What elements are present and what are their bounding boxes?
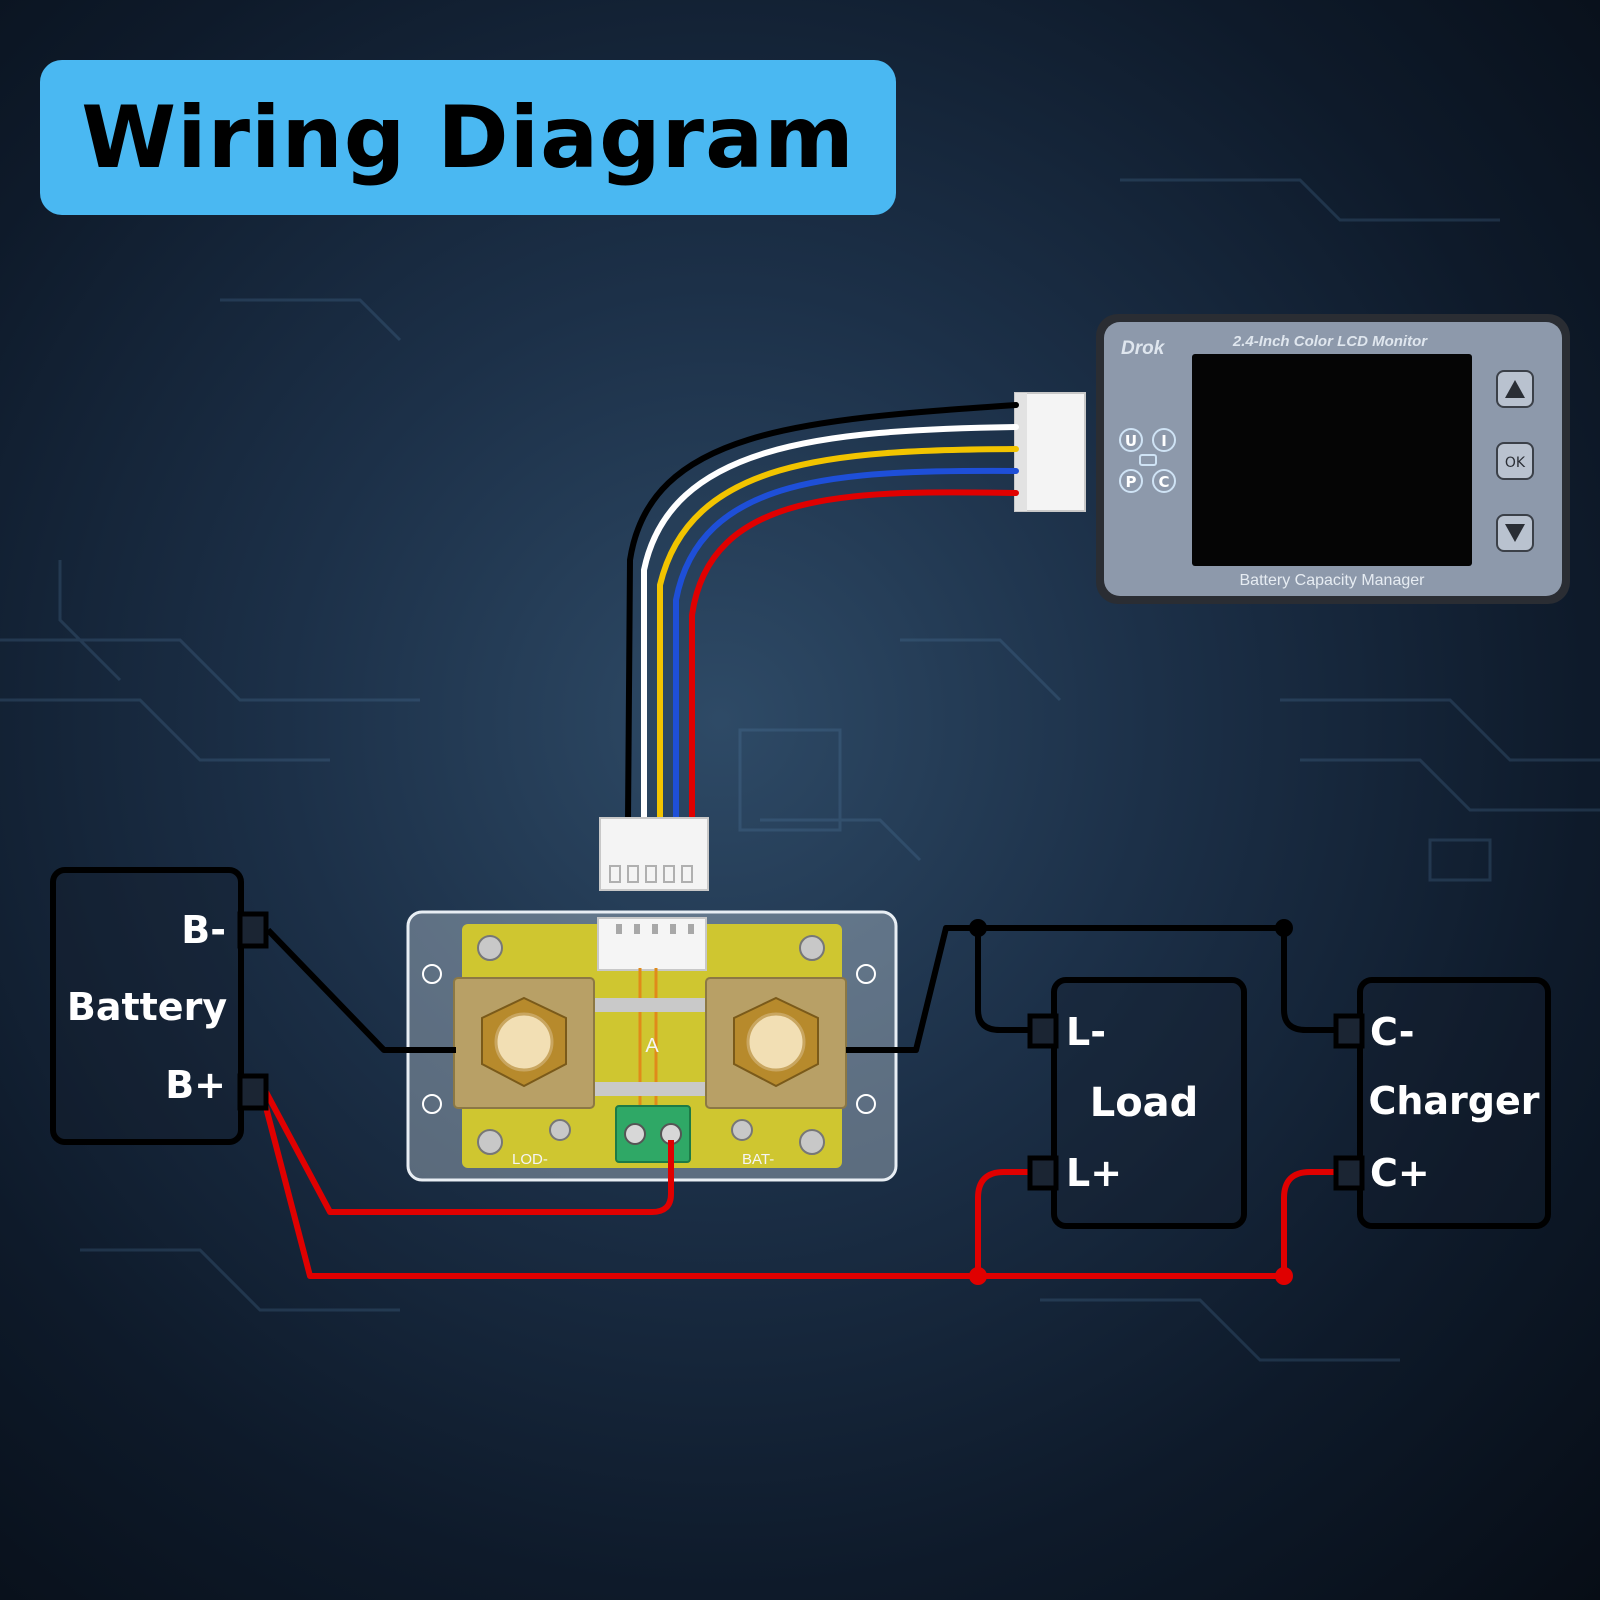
battery-label: Battery [67, 985, 227, 1029]
load-pos-label: L+ [1066, 1151, 1122, 1195]
battery-block: B- Battery B+ [50, 867, 269, 1145]
indicator-p: P [1126, 473, 1137, 491]
lcd-screen [1192, 354, 1472, 566]
positive-junctions [969, 1267, 1293, 1285]
negative-wires [265, 925, 1336, 1053]
title-banner: Wiring Diagram [40, 60, 896, 215]
lcd-monitor: Drok 2.4-Inch Color LCD Monitor Battery … [1014, 314, 1570, 604]
shunt-module: A [406, 910, 898, 1182]
positive-wires [259, 1090, 1336, 1279]
cable-connector [599, 817, 709, 891]
circuit-background [0, 178, 1600, 1362]
charger-label: Charger [1368, 1079, 1539, 1123]
monitor-header: 2.4-Inch Color LCD Monitor [1232, 333, 1428, 350]
up-arrow-icon [1505, 380, 1525, 398]
battery-neg-label: B- [181, 908, 226, 952]
brand-logo: Drok [1121, 338, 1166, 359]
monitor-footer: Battery Capacity Manager [1240, 572, 1426, 589]
ok-button[interactable]: OK [1496, 442, 1534, 480]
indicator-c: C [1158, 473, 1169, 491]
terminal-label-bat: BAT- [742, 1151, 774, 1168]
mode-indicators [1119, 428, 1176, 493]
indicator-i: I [1161, 432, 1167, 450]
charger-pos-label: C+ [1370, 1151, 1430, 1195]
load-block: L- Load L+ [1027, 977, 1247, 1229]
down-button[interactable] [1496, 514, 1534, 552]
load-label: Load [1090, 1080, 1199, 1126]
charger-neg-label: C- [1370, 1010, 1415, 1054]
left-bolt [481, 996, 567, 1088]
negative-junctions [969, 919, 1293, 937]
ok-button-label: OK [1505, 455, 1526, 471]
indicator-u: U [1125, 432, 1137, 450]
battery-pos-label: B+ [165, 1063, 226, 1107]
up-button[interactable] [1496, 370, 1534, 408]
terminal-label-lod: LOD- [512, 1151, 548, 1168]
signal-cable [625, 402, 1019, 823]
page-title: Wiring Diagram [81, 87, 855, 188]
right-bolt [733, 996, 819, 1088]
charger-block: C- Charger C+ [1333, 977, 1551, 1229]
shunt-center-label: A [645, 1035, 659, 1057]
load-neg-label: L- [1066, 1010, 1106, 1054]
down-arrow-icon [1505, 524, 1525, 542]
